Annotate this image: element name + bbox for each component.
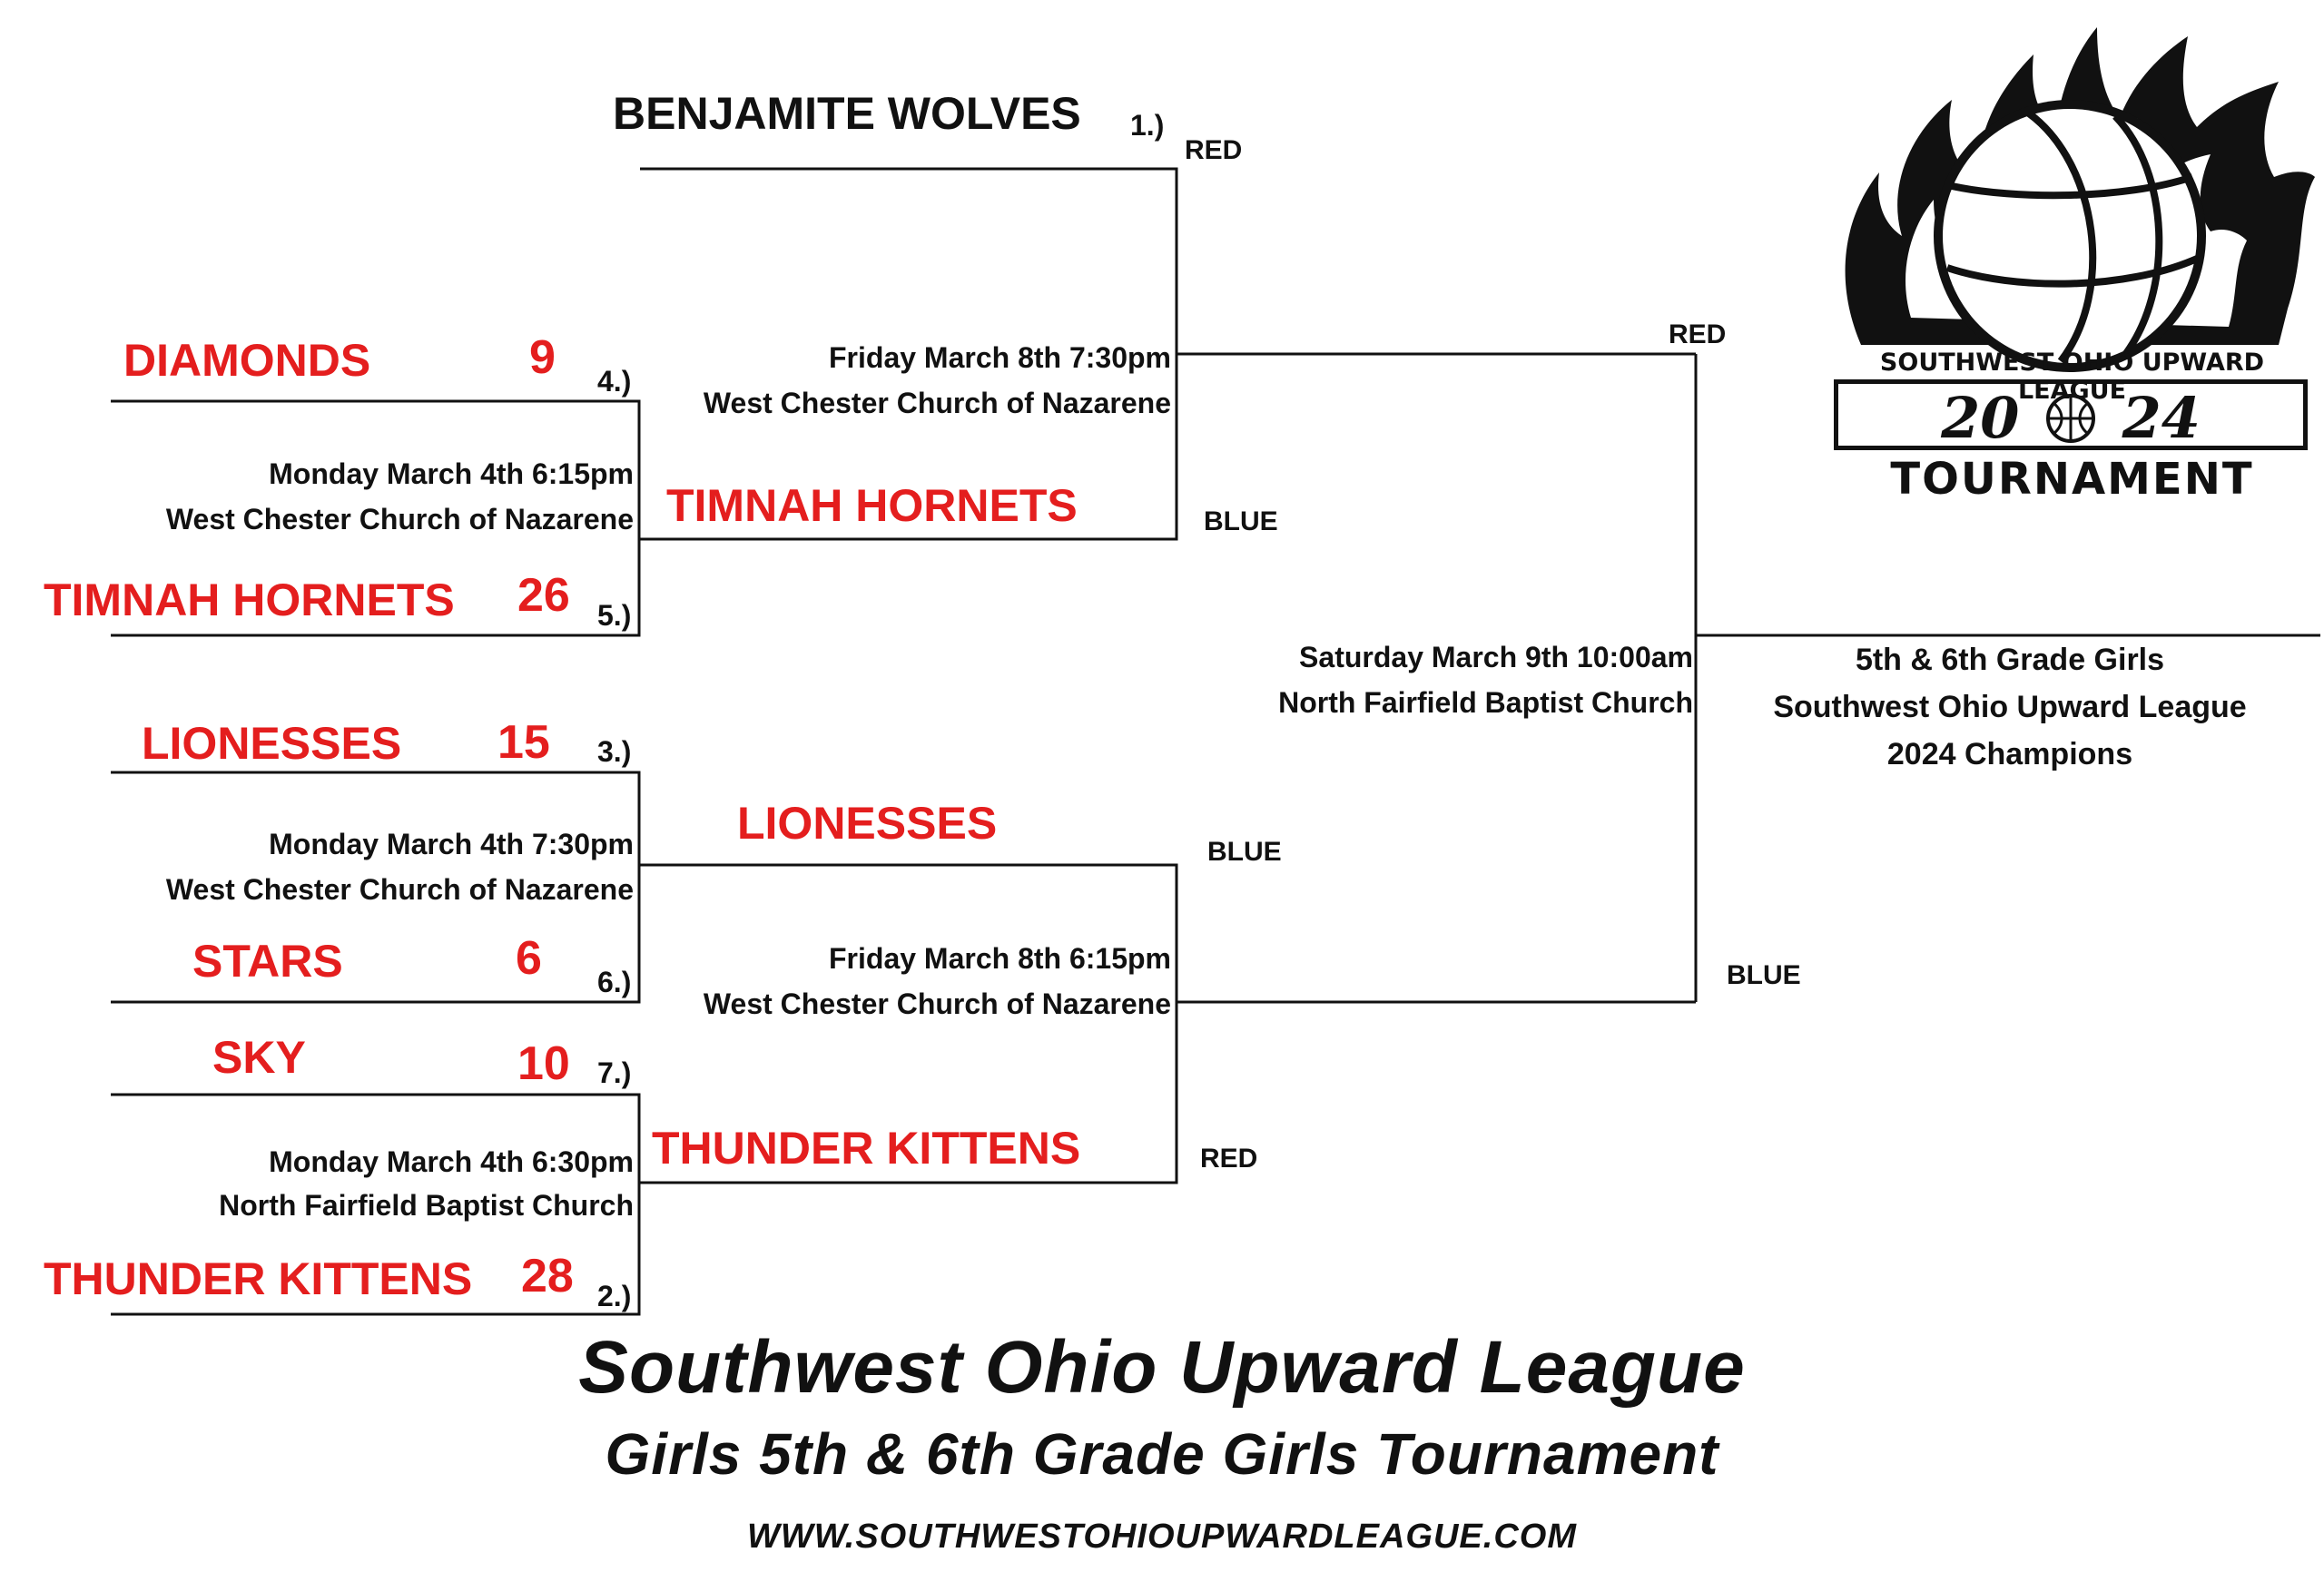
game-3-lines bbox=[111, 1093, 641, 1316]
game-1-bottom-score: 26 bbox=[517, 569, 570, 622]
logo-year-right: 24 bbox=[2122, 385, 2201, 451]
bye-line bbox=[640, 167, 1178, 354]
game-2-top-score: 15 bbox=[497, 716, 550, 769]
game-1-date: Monday March 4th 6:15pm bbox=[269, 457, 634, 490]
game-3-top-seed: 7.) bbox=[597, 1056, 632, 1089]
champion-line-1: 5th & 6th Grade Girls bbox=[1855, 643, 2165, 677]
semifinal-2-bottom-corner: RED bbox=[1200, 1144, 1258, 1174]
game-3-date: Monday March 4th 6:30pm bbox=[269, 1145, 634, 1178]
semifinal-1-bottom-team: TIMNAH HORNETS bbox=[666, 480, 1078, 531]
game-2-out-line bbox=[639, 863, 1178, 1002]
game-3-bottom-team: THUNDER KITTENS bbox=[44, 1253, 473, 1304]
logo-year-left: 20 bbox=[1941, 385, 2020, 451]
logo-tournament-text: TOURNAMENT bbox=[1890, 454, 2254, 505]
game-3-venue: North Fairfield Baptist Church bbox=[219, 1189, 634, 1222]
game-1-top-seed: 4.) bbox=[597, 365, 632, 398]
final-date: Saturday March 9th 10:00am bbox=[1299, 641, 1693, 673]
game-3-bottom-score: 28 bbox=[521, 1250, 574, 1302]
game-2-top-team: LIONESSES bbox=[142, 718, 402, 769]
game-2-bottom-seed: 6.) bbox=[597, 966, 632, 998]
game-3-top-team: SKY bbox=[212, 1032, 306, 1083]
semifinal-1-venue: West Chester Church of Nazarene bbox=[703, 387, 1171, 419]
logo-year-box bbox=[1834, 379, 2308, 450]
final-top-corner: RED bbox=[1669, 319, 1727, 349]
tournament-logo bbox=[1845, 27, 2315, 372]
footer-url[interactable]: WWW.SOUTHWESTOHIOUPWARDLEAGUE.COM bbox=[747, 1518, 1577, 1556]
semifinal-2-top-team: LIONESSES bbox=[737, 798, 998, 849]
game-3-bottom-seed: 2.) bbox=[597, 1280, 632, 1312]
semifinal-2-date: Friday March 8th 6:15pm bbox=[829, 942, 1171, 975]
game-2-lines bbox=[111, 771, 641, 1004]
small-basketball-icon bbox=[2046, 394, 2095, 443]
footer-subtitle: Girls 5th & 6th Grade Girls Tournament bbox=[605, 1421, 1719, 1487]
bye-team: BENJAMITE WOLVES bbox=[613, 88, 1081, 139]
logo-year: 20 24 bbox=[1834, 385, 2308, 451]
game-2-bottom-team: STARS bbox=[192, 936, 343, 987]
semifinal-2-bottom-team: THUNDER KITTENS bbox=[652, 1123, 1081, 1174]
game-1-top-score: 9 bbox=[529, 331, 556, 384]
game-1-bottom-seed: 5.) bbox=[597, 599, 632, 632]
game-1-venue: West Chester Church of Nazarene bbox=[165, 503, 634, 535]
semifinal-1-top-corner: RED bbox=[1185, 135, 1243, 165]
game-1-top-team: DIAMONDS bbox=[123, 335, 371, 386]
champion-line-2: Southwest Ohio Upward League bbox=[1773, 690, 2247, 724]
final-venue: North Fairfield Baptist Church bbox=[1278, 686, 1693, 719]
game-2-venue: West Chester Church of Nazarene bbox=[165, 873, 634, 906]
footer-title: Southwest Ohio Upward League bbox=[578, 1326, 1746, 1409]
champion-line-3: 2024 Champions bbox=[1886, 737, 2133, 771]
game-1-bottom-team: TIMNAH HORNETS bbox=[44, 575, 455, 625]
game-3-out-line bbox=[639, 1002, 1178, 1184]
final-bottom-corner: BLUE bbox=[1727, 960, 1801, 990]
game-3-top-score: 10 bbox=[517, 1037, 570, 1090]
bye-seed: 1.) bbox=[1130, 109, 1165, 142]
game-2-date: Monday March 4th 7:30pm bbox=[269, 828, 634, 860]
semifinal-2-venue: West Chester Church of Nazarene bbox=[703, 987, 1171, 1020]
semifinal-2-top-corner: BLUE bbox=[1207, 837, 1282, 867]
semifinal-1-bottom-corner: BLUE bbox=[1204, 506, 1278, 536]
basketball-icon bbox=[1934, 100, 2206, 372]
semifinal-1-date: Friday March 8th 7:30pm bbox=[829, 341, 1171, 374]
game-1-lines bbox=[111, 399, 641, 637]
game-2-bottom-score: 6 bbox=[516, 932, 542, 985]
semifinal-1-bottom-line bbox=[640, 354, 1178, 541]
game-2-top-seed: 3.) bbox=[597, 735, 632, 768]
